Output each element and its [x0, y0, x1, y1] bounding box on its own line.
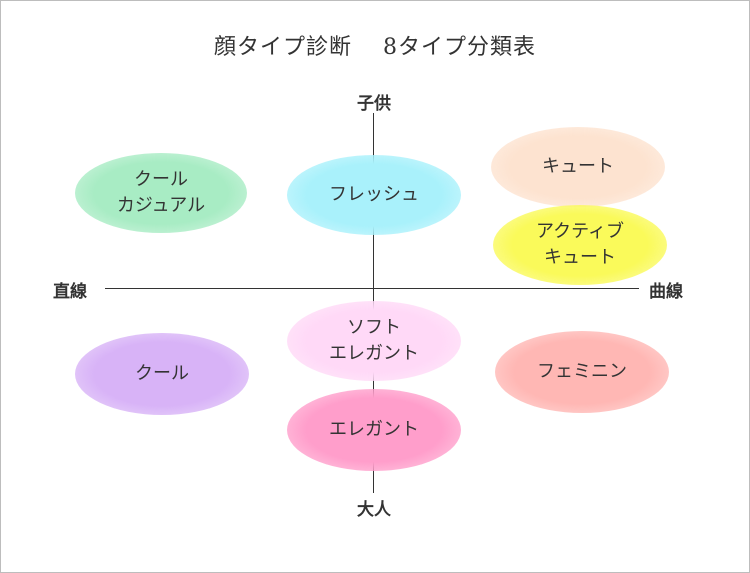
type-elegant-glow [287, 389, 461, 471]
type-fresh-glow [287, 155, 461, 235]
type-feminine: フェミニン [495, 331, 669, 413]
type-active-cute-glow [493, 205, 667, 285]
type-cool-casual: クール カジュアル [75, 153, 247, 233]
type-active-cute-line2: キュート [544, 247, 616, 268]
type-elegant: エレガント [287, 389, 461, 471]
type-soft-elegant-line1: ソフト [347, 317, 401, 338]
type-cute: キュート [491, 127, 665, 207]
axis-label-top: 子供 [357, 94, 391, 114]
axis-label-right: 曲線 [649, 282, 683, 302]
axis-label-left: 直線 [53, 282, 87, 302]
type-cool-casual-line2: カジュアル [116, 195, 206, 216]
type-soft-elegant: ソフト エレガント [287, 301, 461, 381]
type-cool-line1: クール [135, 363, 189, 384]
type-elegant-line1: エレガント [329, 419, 419, 440]
type-fresh-line1: フレッシュ [329, 184, 419, 205]
type-cute-line1: キュート [542, 156, 614, 177]
horizontal-axis [105, 288, 639, 289]
type-feminine-line1: フェミニン [537, 361, 627, 382]
type-cool-glow [75, 333, 249, 415]
type-feminine-glow [495, 331, 669, 413]
type-cute-glow [491, 127, 665, 207]
type-soft-elegant-line2: エレガント [329, 343, 419, 364]
type-cool-casual-line1: クール [133, 169, 188, 190]
diagram-title: 顔タイプ診断 8タイプ分類表 [214, 35, 536, 60]
type-fresh: フレッシュ [287, 155, 461, 235]
type-active-cute: アクティブ キュート [493, 205, 667, 285]
type-soft-elegant-glow [287, 301, 461, 381]
type-cool: クール [75, 333, 249, 415]
type-active-cute-line1: アクティブ [535, 221, 625, 242]
type-cool-casual-glow [75, 153, 247, 233]
axis-label-bottom: 大人 [357, 500, 391, 520]
